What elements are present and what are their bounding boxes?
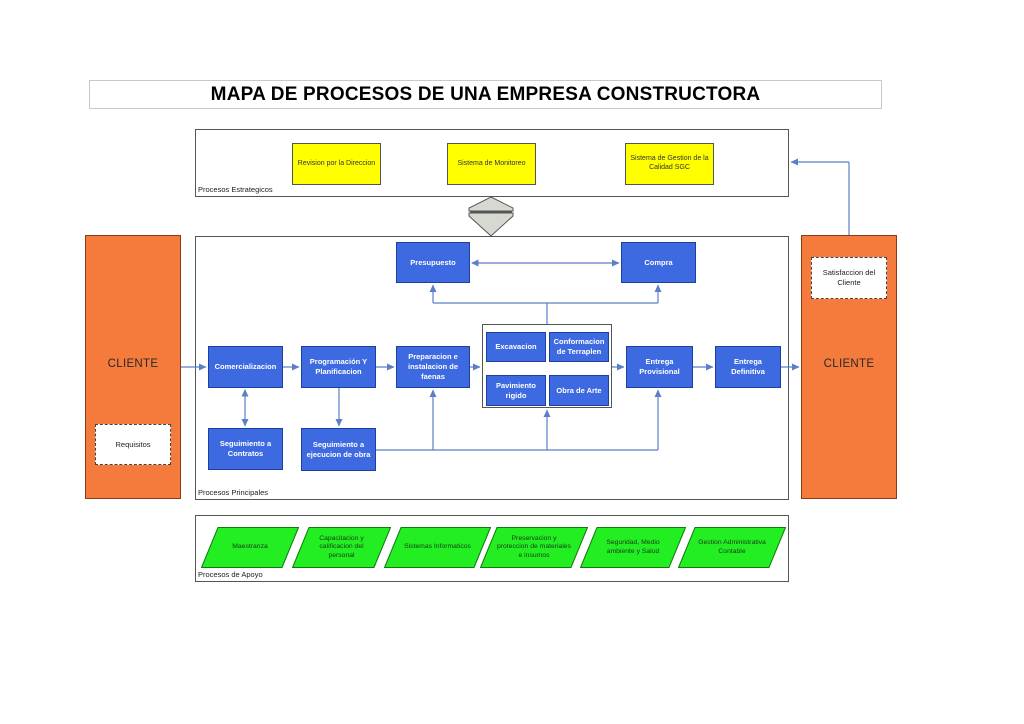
sistema-gestion-calidad-box: Sistema de Gestion de la Calidad SGC xyxy=(625,143,714,185)
obra-arte-box: Obra de Arte xyxy=(549,375,609,406)
entrega-definitiva-box: Entrega Definitiva xyxy=(715,346,781,388)
support-item-label: Seguridad, Medio ambiente y Salud xyxy=(606,539,660,555)
strategic-label: Procesos Estrategicos xyxy=(198,185,273,194)
parallelogram-shape xyxy=(480,527,588,568)
page-title: MAPA DE PROCESOS DE UNA EMPRESA CONSTRUC… xyxy=(210,83,761,105)
support-item-label: Capacitacion y calificacion del personal xyxy=(319,534,364,559)
title-box: MAPA DE PROCESOS DE UNA EMPRESA CONSTRUC… xyxy=(89,80,882,109)
parallelogram-shape xyxy=(678,527,786,568)
client-right-label: CLIENTE xyxy=(823,358,875,370)
support-item-preservacion: Preservacion y proteccion de materiales … xyxy=(480,527,588,568)
presupuesto-box: Presupuesto xyxy=(396,242,470,283)
preparacion-box: Preparacion e instalacion de faenas xyxy=(396,346,470,388)
principal-label: Procesos Principales xyxy=(198,488,269,497)
support-item-maestranza: Maestranza xyxy=(201,527,299,568)
entrega-provisional-box: Entrega Provisional xyxy=(626,346,693,388)
sistema-monitoreo-box: Sistema de Monitoreo xyxy=(447,143,536,185)
bidirectional-arrow-icon xyxy=(468,196,514,237)
requisitos-note: Requisitos xyxy=(95,424,171,465)
conformacion-box: Conformacion de Terraplen xyxy=(549,332,609,362)
support-item-seguridad: Seguridad, Medio ambiente y Salud xyxy=(580,527,686,568)
parallelogram-shape xyxy=(201,527,299,568)
support-label: Procesos de Apoyo xyxy=(198,570,263,579)
satisfaccion-note: Satisfaccion del Cliente xyxy=(811,257,887,299)
compra-box: Compra xyxy=(621,242,696,283)
excavacion-box: Excavacion xyxy=(486,332,546,362)
seguimiento-obra-box: Seguimiento a ejecucion de obra xyxy=(301,428,376,471)
revision-direccion-box: Revision por la Direccion xyxy=(292,143,381,185)
support-item-capacitacion: Capacitacion y calificacion del personal xyxy=(292,527,391,568)
seguimiento-contratos-box: Seguimiento a Contratos xyxy=(208,428,283,470)
support-item-label: Preservacion y proteccion de materiales … xyxy=(496,534,572,559)
pavimento-box: Pavimiento rigido xyxy=(486,375,546,406)
support-item-label: Gestion Administrativa Contable xyxy=(698,539,766,555)
parallelogram-shape xyxy=(384,527,491,568)
support-item-sistemas: Sistemas Informaticos xyxy=(384,527,491,568)
parallelogram-shape xyxy=(580,527,686,568)
support-item-label: Sistemas Informaticos xyxy=(404,543,471,551)
comercializacion-box: Comercializacion xyxy=(208,346,283,388)
parallelogram-shape xyxy=(292,527,391,568)
programacion-box: Programación Y Planificacion xyxy=(301,346,376,388)
support-item-gestion: Gestion Administrativa Contable xyxy=(678,527,786,568)
support-item-label: Maestranza xyxy=(232,543,268,551)
client-left-label: CLIENTE xyxy=(107,358,159,370)
